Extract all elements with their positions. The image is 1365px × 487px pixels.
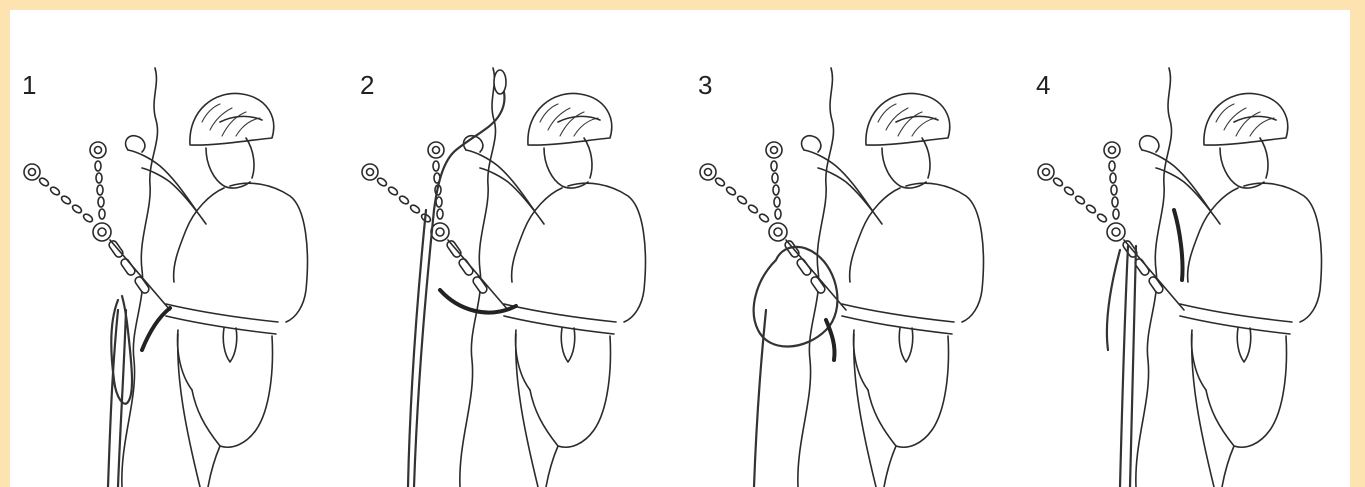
climber-anchor-step-4-illustration bbox=[1024, 10, 1359, 487]
illustration-frame: 1 2 3 bbox=[10, 10, 1350, 487]
climber-anchor-step-2-illustration bbox=[348, 10, 683, 487]
step-panel-2: 2 bbox=[348, 10, 683, 487]
step-panel-3: 3 bbox=[686, 10, 1021, 487]
step-panel-1: 1 bbox=[10, 10, 345, 487]
step-panel-4: 4 bbox=[1024, 10, 1359, 487]
climber-anchor-step-1-illustration bbox=[10, 10, 345, 487]
climber-anchor-step-3-illustration bbox=[686, 10, 1021, 487]
